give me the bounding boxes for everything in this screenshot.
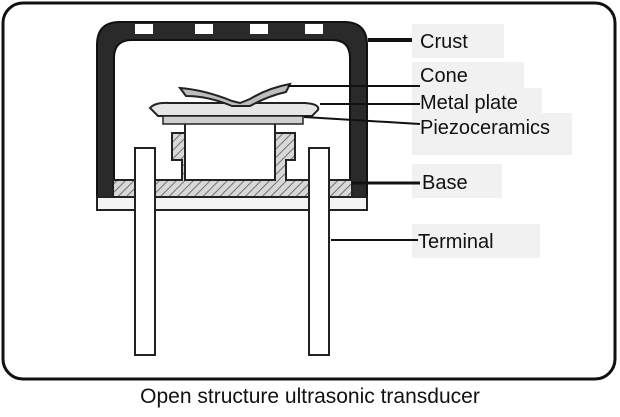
- terminal-left: [134, 147, 156, 356]
- label-crust: Crust: [420, 31, 468, 53]
- crust-vent-slots: [135, 24, 323, 34]
- label-base: Base: [422, 172, 468, 194]
- base-plate: [96, 196, 368, 211]
- metal-plate: [148, 101, 320, 117]
- label-terminal: Terminal: [418, 231, 494, 253]
- label-metal-plate: Metal plate: [420, 92, 518, 114]
- label-piezoceramics: Piezoceramics: [420, 117, 550, 139]
- base-cavity: [184, 122, 276, 181]
- cone: [177, 82, 292, 107]
- terminal-right: [308, 147, 330, 356]
- figure-caption: Open structure ultrasonic transducer: [140, 385, 480, 408]
- piezoceramic-disc: [162, 115, 304, 125]
- label-cone: Cone: [420, 65, 468, 87]
- piezoceramics-leader: [303, 116, 421, 125]
